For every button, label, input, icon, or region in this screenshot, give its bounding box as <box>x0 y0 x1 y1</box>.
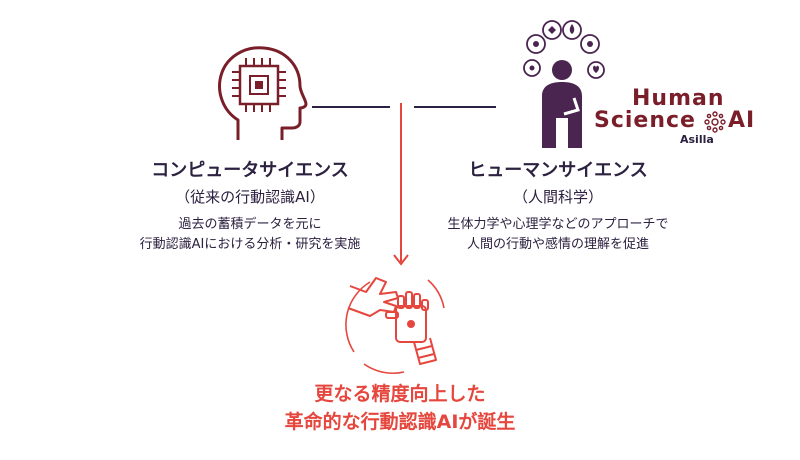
logo-word-human: Human <box>632 86 725 111</box>
logo-brand: Asilla <box>680 133 714 146</box>
human-science-block: ヒューマンサイエンス （人間科学） 生体力学や心理学などのアプローチで 人間の行… <box>418 156 698 255</box>
human-science-title: ヒューマンサイエンス <box>468 160 648 181</box>
human-robot-hands-icon <box>345 277 445 375</box>
human-emotions-icon <box>523 20 605 148</box>
human-science-subtitle: （人間科学） <box>512 188 603 206</box>
result-block: 更なる精度向上した 革命的な行動認識AIが誕生 <box>200 380 600 436</box>
result-line-2: 革命的な行動認識AIが誕生 <box>284 411 516 433</box>
computer-science-block: コンピュータサイエンス （従来の行動認識AI） 過去の蓄積データを元に 行動認識… <box>110 156 390 255</box>
human-science-desc-1: 生体力学や心理学などのアプローチで <box>447 217 669 232</box>
computer-science-desc-1: 過去の蓄積データを元に <box>178 217 322 232</box>
logo-word-ai: AI <box>728 108 756 133</box>
logo-word-science: Science <box>594 108 696 133</box>
head-chip-icon <box>218 46 308 140</box>
computer-science-desc-2: 行動認識AIにおける分析・研究を実施 <box>139 237 361 252</box>
computer-science-subtitle: （従来の行動認識AI） <box>175 188 325 206</box>
human-science-desc-2: 人間の行動や感情の理解を促進 <box>466 237 649 252</box>
logo-node-icon <box>704 111 726 133</box>
merge-arrow-head <box>393 254 409 266</box>
result-line-1: 更なる精度向上した <box>314 383 486 405</box>
computer-science-title: コンピュータサイエンス <box>151 160 349 181</box>
